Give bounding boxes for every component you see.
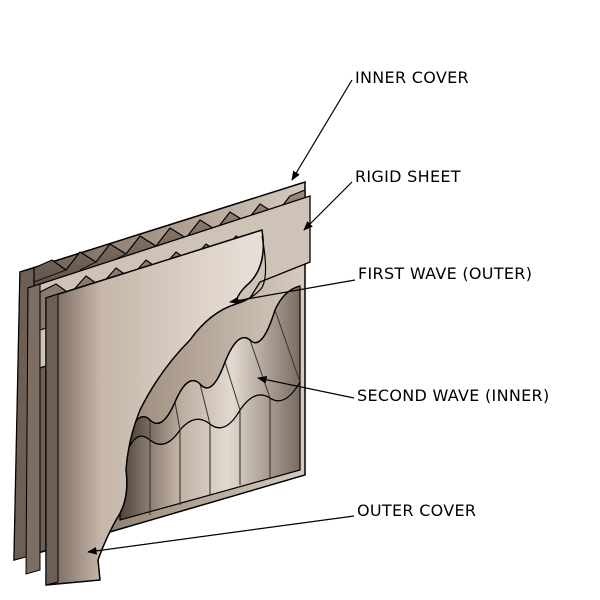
inner-cover-arrow — [291, 79, 353, 181]
inner-cover-label: INNER COVER — [355, 68, 469, 87]
rigid-sheet-arrow — [303, 181, 353, 231]
outer-cover-sheet — [45, 229, 267, 586]
outer-cover-label: OUTER COVER — [357, 501, 477, 520]
rigid-sheet-label: RIGID SHEET — [355, 167, 461, 186]
leader-lines — [87, 79, 356, 555]
second-wave-arrow — [257, 376, 355, 399]
first-wave-label: FIRST WAVE (OUTER) — [358, 264, 533, 283]
first-wave-arrow — [229, 279, 356, 305]
second-wave-label: SECOND WAVE (INNER) — [357, 386, 550, 405]
outer-cover-arrow — [87, 515, 355, 555]
